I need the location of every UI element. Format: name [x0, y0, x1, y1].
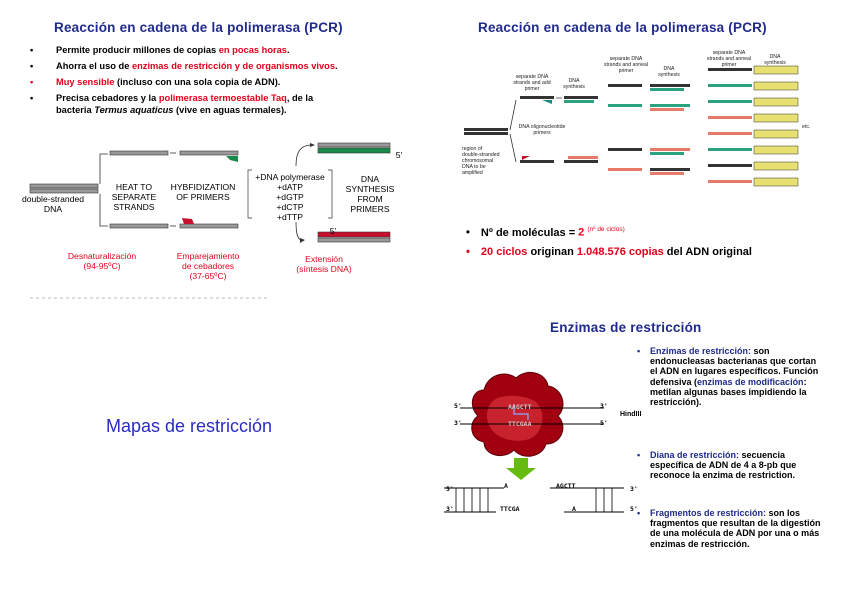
slide-title: Mapas de restricción [106, 416, 272, 437]
fragment-end: AGCTT [556, 482, 576, 490]
definition-restriction-site: •Diana de restricción: secuencia específ… [650, 450, 826, 481]
five-prime-label: 5' [600, 419, 608, 427]
five-prime-label: 5' [326, 226, 340, 236]
step-denaturation: Desnaturalización (94-95ºC) [56, 251, 148, 271]
three-prime-label: 3' [454, 419, 462, 427]
slide-title: Enzimas de restricción [550, 320, 701, 335]
diagram-label: region of double-stranded chromosomal DN… [462, 146, 510, 176]
heat-label: HEAT TO SEPARATE STRANDS [104, 182, 164, 212]
three-prime-label: 3' [630, 485, 638, 493]
recognition-sequence-bottom: TTCGAA [508, 420, 531, 428]
recognition-sequence-top: AAGCTT [508, 403, 531, 411]
enzyme-name: HindIII [620, 411, 641, 418]
restriction-enzyme-diagram [424, 360, 644, 540]
fragment-end: A [572, 505, 576, 513]
reagents-label: +DNA polymerase +dATP +dGTP +dCTP +dTTP [252, 172, 328, 222]
five-prime-label: 5' [446, 485, 454, 493]
diagram-label: DNA oligonucleotide primers [514, 124, 570, 136]
fragment-end: A [504, 482, 508, 490]
formula-molecules: • Nº de moléculas = 2 (nº de ciclos) [466, 226, 625, 239]
hybridization-label: HYBFIDIZATION OF PRIMERS [162, 182, 244, 202]
five-prime-label: 5' [392, 150, 406, 160]
step-extension: Extensión (síntesis DNA) [282, 254, 366, 274]
slide-pcr-amplification: Reacción en cadena de la polimerasa (PCR… [424, 0, 848, 300]
diagram-label: separate DNA strands and add primer [510, 74, 554, 92]
slide-pcr-steps: Reacción en cadena de la polimerasa (PCR… [0, 0, 424, 300]
five-prime-label: 5' [454, 402, 462, 410]
slide-title: Reacción en cadena de la polimerasa (PCR… [54, 20, 343, 35]
diagram-label: separate DNA strands and anneal primer [704, 50, 754, 68]
step-annealing: Emparejamiento de cebadores (37-65ºC) [168, 251, 248, 281]
synthesis-label: DNA SYNTHESIS FROM PRIMERS [338, 174, 402, 214]
diagram-label: etc. [802, 124, 818, 130]
three-prime-label: 3' [600, 402, 608, 410]
diagram-label: DNA synthesis [554, 78, 594, 90]
formula-copies: • 20 ciclos originan 1.048.576 copias de… [466, 246, 752, 258]
definition-restriction-enzymes: •Enzimas de restricción: son endonucleas… [650, 346, 826, 407]
slide-restriction-maps: Mapas de restricción [0, 300, 424, 600]
slide-title: Reacción en cadena de la polimerasa (PCR… [478, 20, 767, 35]
three-prime-label: 3' [446, 505, 454, 513]
diagram-label: DNA synthesis [760, 54, 790, 66]
diagram-label: DNA synthesis [652, 66, 686, 78]
diagram-label: separate DNA strands and anneal primer [602, 56, 650, 74]
slide-restriction-enzymes: Enzimas de restricción 5' 3' 3' 5 [424, 300, 848, 600]
fragment-end: TTCGA [500, 505, 520, 513]
definition-restriction-fragments: •Fragmentos de restricción: son los frag… [650, 508, 826, 549]
